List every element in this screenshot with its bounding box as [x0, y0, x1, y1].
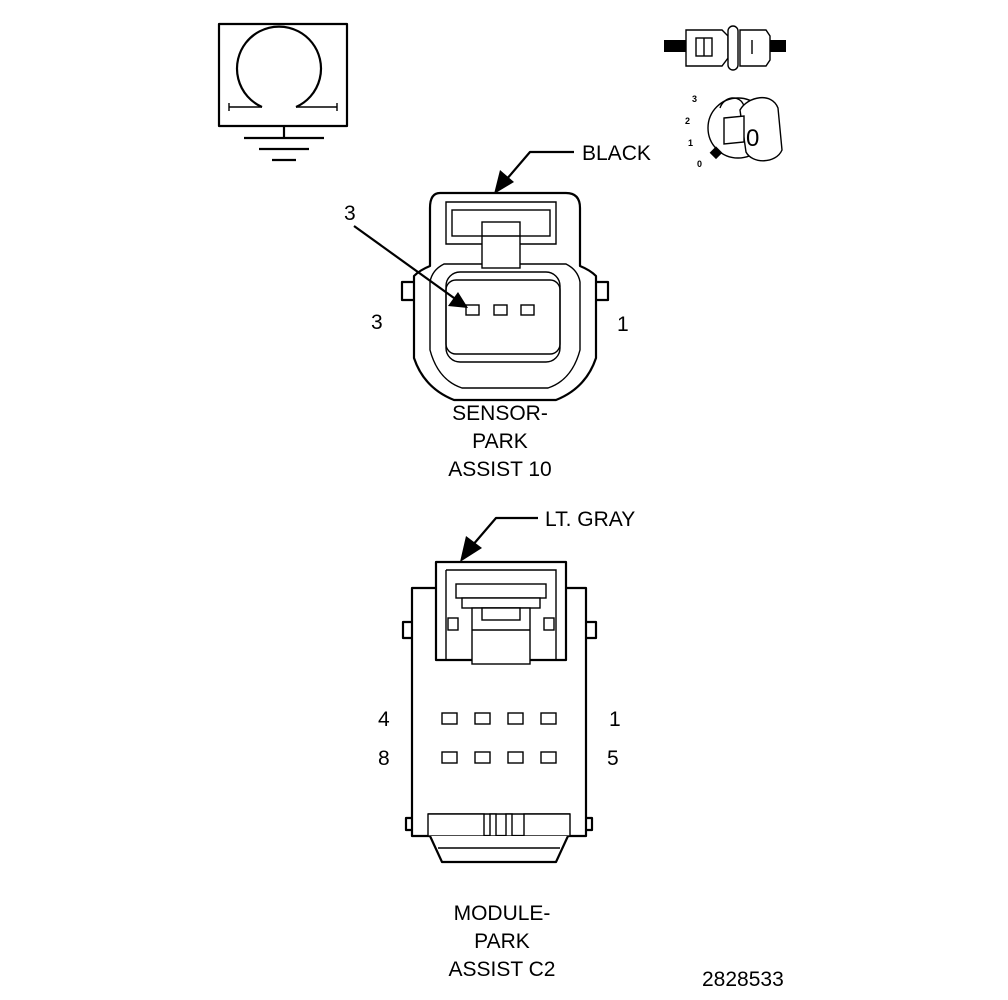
sensor-name-line-3: ASSIST 10 — [448, 458, 552, 481]
sensor-pin-1 — [520, 304, 535, 316]
module-name-line-2: PARK — [474, 930, 530, 953]
ground-symbol-icon — [217, 22, 349, 162]
lt-gray-color-arrow — [460, 516, 538, 562]
sensor-callout-pin: 3 — [344, 202, 356, 225]
black-color-arrow — [494, 150, 574, 194]
module-name-line-1: MODULE- — [454, 902, 551, 925]
key-label: 0 — [746, 125, 759, 152]
module-row2-left-label: 8 — [378, 747, 390, 770]
sensor-connector — [400, 191, 610, 402]
connector-plug-icon — [664, 25, 786, 71]
pin-callout-arrow — [353, 225, 468, 308]
module-name-line-3: ASSIST C2 — [449, 958, 556, 981]
key-position-2: 2 — [685, 116, 690, 126]
module-pin-4 — [441, 712, 458, 725]
module-pin-8 — [441, 751, 458, 764]
module-pin-2 — [507, 712, 524, 725]
ignition-key-icon: 3 2 1 0 0 — [685, 94, 783, 169]
module-row1-right-label: 1 — [609, 708, 621, 731]
key-position-3: 3 — [692, 94, 697, 104]
key-position-1: 1 — [688, 138, 693, 148]
module-pin-5 — [540, 751, 557, 764]
module-connector — [401, 560, 598, 864]
module-pin-3 — [474, 712, 491, 725]
sensor-pin-3 — [465, 304, 480, 316]
sensor-name-line-2: PARK — [472, 430, 528, 453]
module-pin-7 — [474, 751, 491, 764]
key-position-0: 0 — [697, 159, 702, 169]
sensor-name-line-1: SENSOR- — [452, 402, 548, 425]
sensor-pin-left-label: 3 — [371, 311, 383, 334]
sensor-pin-2 — [493, 304, 508, 316]
module-color-label: LT. GRAY — [545, 508, 635, 531]
module-row1-left-label: 4 — [378, 708, 390, 731]
figure-number: 2828533 — [702, 968, 784, 991]
sensor-color-label: BLACK — [582, 142, 651, 165]
module-pin-6 — [507, 751, 524, 764]
module-pin-1 — [540, 712, 557, 725]
sensor-pin-right-label: 1 — [617, 313, 629, 336]
module-row2-right-label: 5 — [607, 747, 619, 770]
